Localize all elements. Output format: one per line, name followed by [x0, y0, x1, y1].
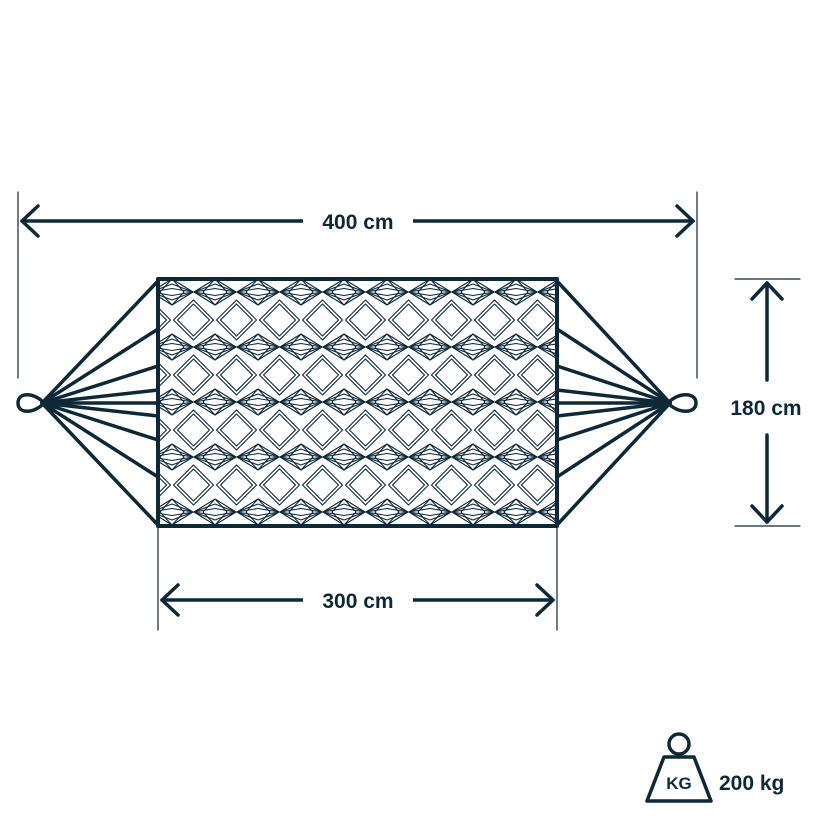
arrow-left-icon [160, 583, 180, 617]
left-ropes [40, 279, 160, 527]
weight-icon [645, 732, 713, 803]
right-loop [666, 393, 698, 413]
bed-length-label: 300 cm [322, 590, 393, 613]
weight-capacity-label: 200 kg [719, 772, 784, 795]
bed-pattern [160, 280, 557, 525]
arrow-down-icon [750, 504, 784, 524]
width-dimension [734, 278, 801, 527]
total-length-label: 400 cm [322, 211, 393, 234]
arrow-right-icon [675, 204, 695, 238]
right-ropes [555, 279, 672, 527]
total-length-dimension [17, 191, 698, 379]
arrow-left-icon [20, 204, 40, 238]
bed-length-dimension [157, 527, 558, 631]
arrow-up-icon [750, 281, 784, 301]
width-label: 180 cm [730, 397, 801, 420]
left-loop [16, 393, 46, 413]
hammock-illustration [16, 277, 698, 528]
arrow-right-icon [535, 583, 555, 617]
weight-badge-text: KG [666, 774, 692, 793]
hammock-bed [156, 277, 559, 528]
